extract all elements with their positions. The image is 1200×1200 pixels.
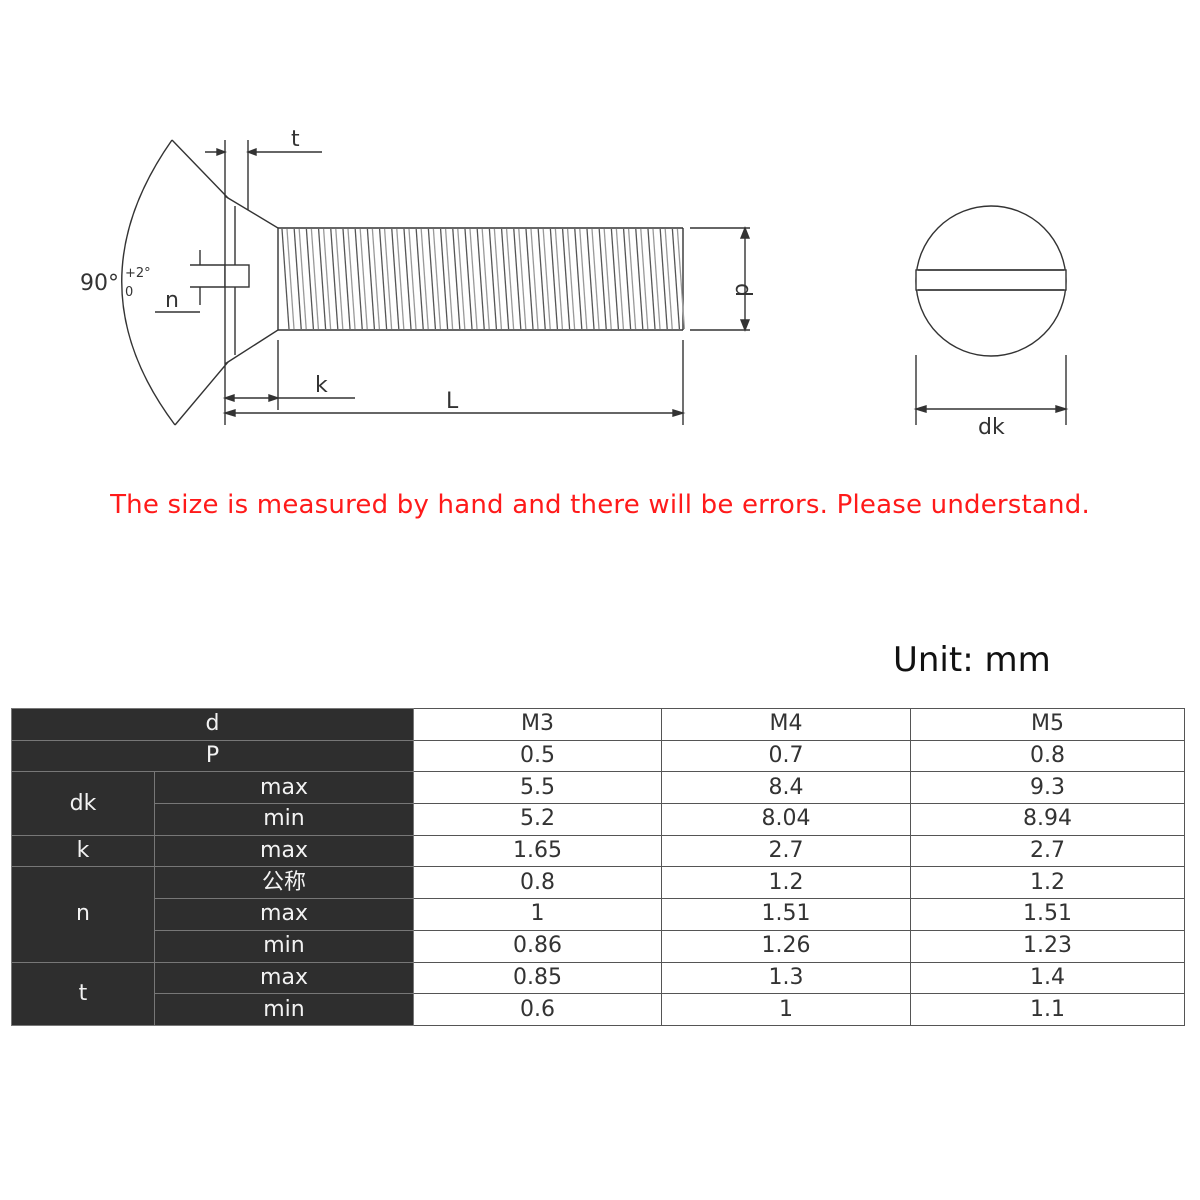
table-row: P 0.5 0.7 0.8 [11,739,1185,773]
table-cell: 1 [413,898,662,931]
table-cell: 8.4 [661,771,911,805]
top-view-slot [915,269,1067,291]
row-header-t: t [11,961,155,1026]
row-subheader: min [154,803,414,836]
measurement-notice: The size is measured by hand and there w… [110,490,1090,520]
thread-pattern [281,228,686,330]
table-cell: 1.4 [910,961,1185,995]
table-cell: M5 [910,708,1185,741]
table-cell: 0.8 [910,739,1185,773]
table-cell: 2.7 [661,834,911,868]
label-angle: 90° [80,271,119,296]
table-cell: 8.04 [661,803,911,836]
label-k: k [315,373,328,398]
label-angle-plus: +2° [125,266,151,281]
row-subheader: max [154,961,414,995]
table-cell: 1.2 [661,866,911,900]
label-d: d [730,283,755,297]
table-cell: 0.8 [413,866,662,900]
table-cell: 1.51 [910,898,1185,931]
table-row: min 5.2 8.04 8.94 [12,803,1185,836]
row-header-dk: dk [11,771,155,836]
table-cell: 1.3 [661,961,911,995]
row-subheader: 公称 [154,866,414,900]
row-subheader: min [154,929,414,963]
table-cell: 8.94 [910,803,1185,836]
row-subheader: max [154,771,414,805]
table-cell: 1.2 [910,866,1185,900]
table-row: n 公称 0.8 1.2 1.2 [11,866,1185,963]
row-subheader: max [154,834,414,868]
screw-technical-drawing: t 90° +2° 0 n d k L dk [80,127,1069,440]
table-cell: 5.5 [413,771,662,805]
head-slot [224,264,250,288]
table-cell: 1 [661,993,911,1026]
label-angle-minus: 0 [125,285,133,300]
table-cell: 1.1 [910,993,1185,1026]
table-cell: 1.65 [413,834,662,868]
label-n: n [165,288,179,313]
label-t: t [291,127,300,152]
table-cell: 0.86 [413,929,662,963]
table-cell: 1.23 [910,929,1185,963]
unit-label: Unit: mm [893,640,1051,680]
table-cell: 0.85 [413,961,662,995]
table-cell: 1.51 [661,898,911,931]
angle-arc [121,139,176,426]
table-row: d M3 M4 M5 [11,708,1185,741]
table-row: t max 0.85 1.3 1.4 [11,961,1185,1026]
row-header-p: P [11,739,414,773]
table-cell: 0.7 [661,739,911,773]
row-header-d: d [11,708,414,741]
table-cell: 2.7 [910,834,1185,868]
table-cell: M4 [661,708,911,741]
table-cell: 0.5 [413,739,662,773]
row-subheader: max [154,898,414,931]
row-header-k: k [11,834,155,868]
table-row: dk max 5.5 8.4 9.3 [11,771,1185,836]
table-row: max 1 1.51 1.51 [12,898,1185,931]
row-subheader: min [154,993,414,1026]
specification-table: d M3 M4 M5 P 0.5 0.7 0.8 dk max 5.5 8.4 … [11,708,1185,1026]
row-header-n: n [11,866,155,963]
table-cell: 1.26 [661,929,911,963]
table-row: min 0.6 1 1.1 [12,993,1185,1026]
table-cell: 0.6 [413,993,662,1026]
table-row: min 0.86 1.26 1.23 [12,929,1185,963]
label-dk: dk [978,415,1005,440]
table-row: k max 1.65 2.7 2.7 [11,834,1185,868]
label-L: L [446,389,459,414]
table-cell: 9.3 [910,771,1185,805]
table-cell: M3 [413,708,662,741]
table-cell: 5.2 [413,803,662,836]
